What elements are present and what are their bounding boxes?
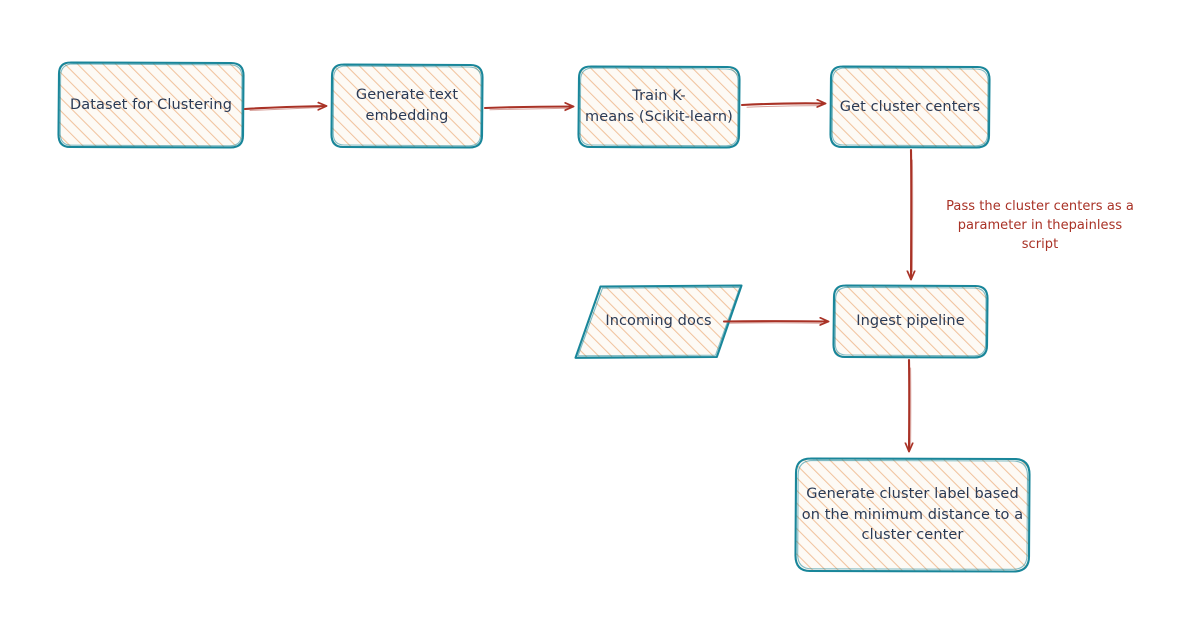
node-dataset[interactable] <box>57 61 245 149</box>
edge-dataset-to-embedding <box>243 106 326 111</box>
node-incoming-docs[interactable] <box>574 284 743 359</box>
edge-train-to-centers <box>740 103 825 107</box>
edge-embedding-to-train <box>483 107 573 110</box>
node-embedding[interactable] <box>330 63 484 149</box>
edge-label-pass-cluster-centers: Pass the cluster centers as a parameter … <box>946 199 1134 252</box>
edge-ingest-to-cluster-label <box>909 358 911 451</box>
node-cluster-centers[interactable] <box>829 65 991 149</box>
node-train[interactable] <box>577 65 741 149</box>
node-generate-cluster-label[interactable] <box>794 457 1031 573</box>
node-ingest-pipeline[interactable] <box>832 284 989 359</box>
edge-centers-to-ingest <box>911 148 913 279</box>
edge-incoming-to-ingest <box>722 321 828 323</box>
